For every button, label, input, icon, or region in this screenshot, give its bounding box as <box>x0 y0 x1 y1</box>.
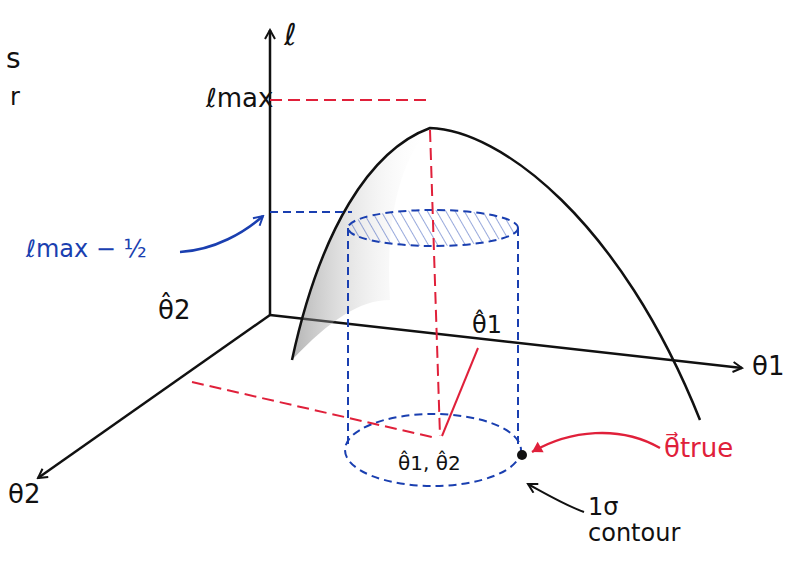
true-pointer <box>532 433 660 452</box>
margin-fragment: r <box>10 84 20 110</box>
max-drop-line <box>430 130 440 436</box>
theta2-axis <box>38 315 270 478</box>
contour-pointer <box>528 484 584 512</box>
estimate-point-label: θ̂1, θ̂2 <box>398 452 461 474</box>
estimate-label: θ̂2 <box>158 296 190 325</box>
cylinder-side <box>347 228 349 446</box>
estimate-label: θ̂1 <box>472 312 502 338</box>
likelihood-curve <box>292 128 700 420</box>
leader-line <box>180 216 263 252</box>
theta1-axis <box>270 315 742 368</box>
axis-label: ℓ <box>284 18 296 51</box>
theta1-hat-line <box>442 348 478 436</box>
level-label: ℓmax − ½ <box>26 236 147 262</box>
margin-fragment: s <box>6 44 21 75</box>
contour-label: 1σ contour <box>588 494 708 547</box>
contour-ellipse <box>345 414 521 486</box>
cylinder-side <box>517 228 519 446</box>
true-point <box>517 450 527 460</box>
axis-label: θ1 <box>752 352 784 381</box>
true-value-label: θ⃗true <box>664 434 733 463</box>
theta2-hat-line <box>192 382 436 438</box>
max-line <box>270 99 428 101</box>
level-line <box>270 211 352 213</box>
max-label: ℓmax <box>206 84 273 113</box>
l-axis <box>269 30 272 315</box>
axis-label: θ2 <box>8 480 40 509</box>
